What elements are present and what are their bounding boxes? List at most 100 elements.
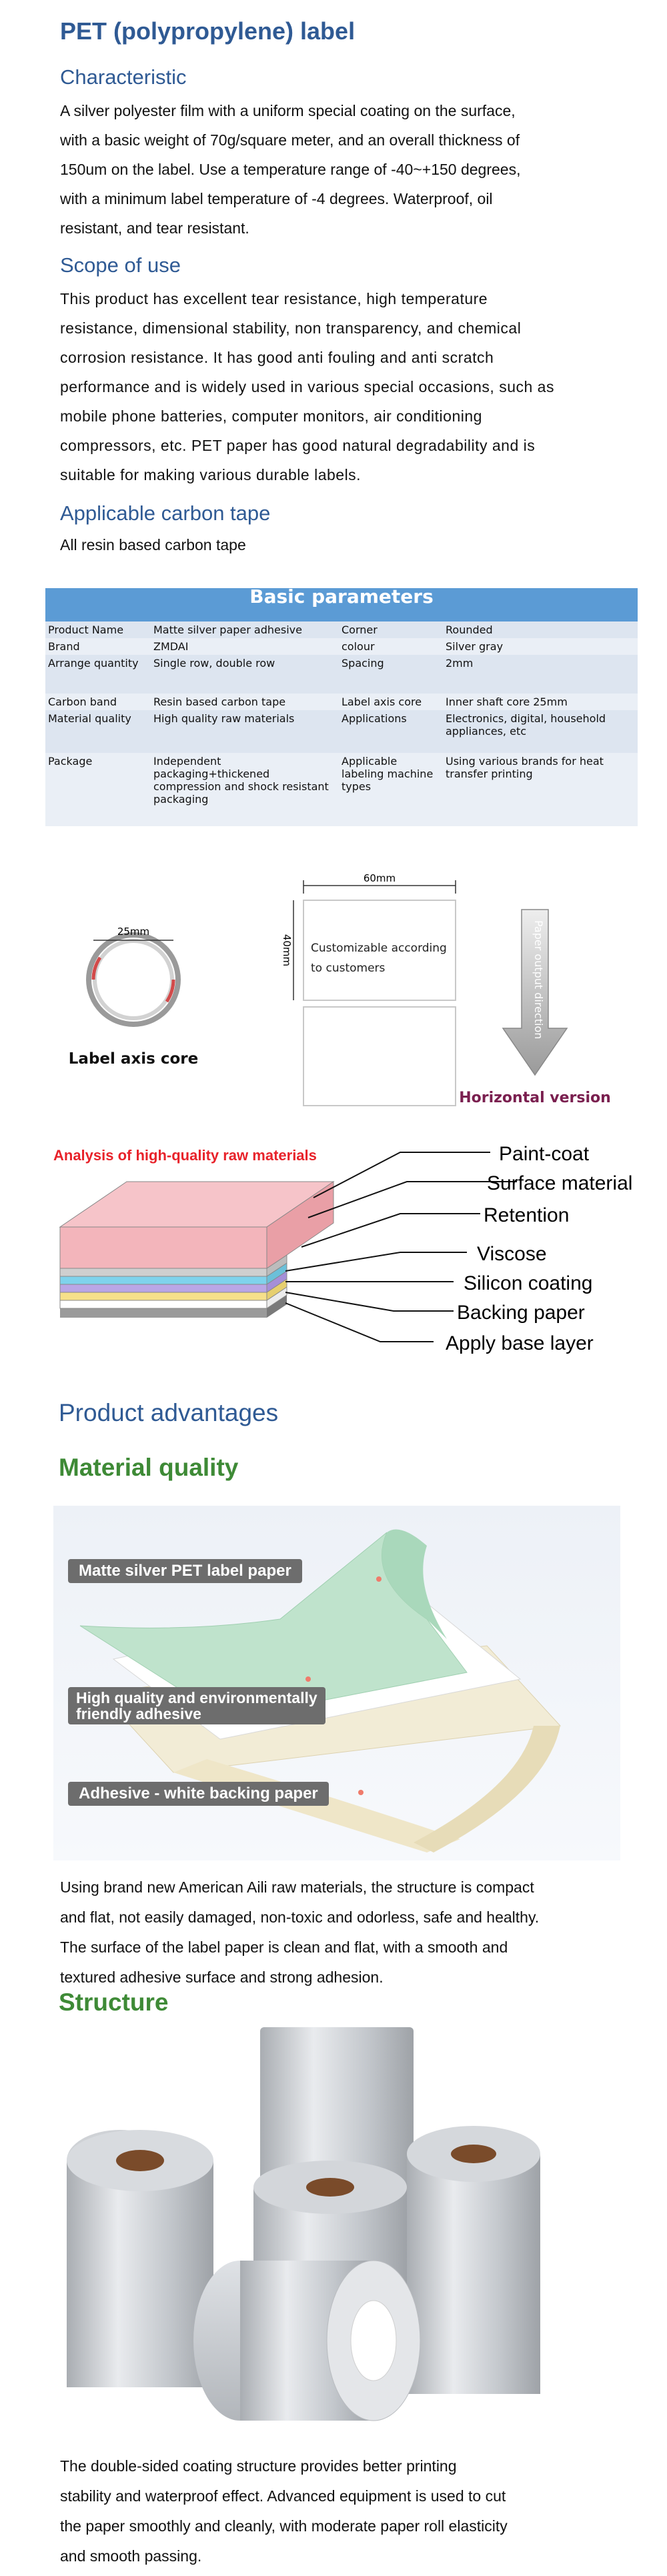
table-cell: Electronics, digital, household applianc…: [443, 710, 638, 753]
characteristic-heading: Characteristic: [60, 65, 187, 89]
material-quality-image: Matte silver PET label paper High qualit…: [53, 1506, 620, 1860]
layer-label-base: Apply base layer: [446, 1332, 594, 1354]
table-cell: High quality raw materials: [151, 710, 339, 753]
structure-heading: Structure: [59, 1989, 169, 2016]
tag-line: High quality and environmentally: [76, 1689, 317, 1706]
structure-text: The double-sided coating structure provi…: [60, 2451, 647, 2571]
raw-materials-title: Analysis of high-quality raw materials: [53, 1147, 317, 1164]
text-line: The double-sided coating structure provi…: [60, 2457, 457, 2475]
table-cell: Independent packaging+thickened compress…: [151, 753, 339, 826]
material-quality-text: Using brand new American Aili raw materi…: [60, 1872, 647, 1993]
layer-stack: [59, 1181, 335, 1318]
layer-label-paint-coat: Paint-coat: [499, 1143, 590, 1165]
layer-label-retention: Retention: [484, 1204, 569, 1226]
carbon-heading: Applicable carbon tape: [60, 501, 271, 525]
tag-adhesive: High quality and environmentally friendl…: [68, 1687, 325, 1724]
text-line: textured adhesive surface and strong adh…: [60, 1969, 384, 1986]
table-cell: Package: [45, 753, 151, 826]
text-line: 150um on the label. Use a temperature ra…: [60, 161, 521, 178]
text-line: the paper smoothly and cleanly, with mod…: [60, 2517, 508, 2535]
text-line: stability and waterproof effect. Advance…: [60, 2487, 506, 2505]
label-axis-core-icon: [86, 932, 181, 1027]
table-cell: Silver gray: [443, 638, 638, 655]
label-sample: [303, 1006, 456, 1106]
table-cell: Carbon band: [45, 694, 151, 710]
table-cell: Material quality: [45, 710, 151, 753]
layer-label-silicon: Silicon coating: [464, 1272, 592, 1294]
scope-text: This product has excellent tear resistan…: [60, 284, 647, 489]
text-line: with a basic weight of 70g/square meter,…: [60, 131, 520, 149]
label-dimension-diagram: 25mm Label axis core 60mm 40mm Customiza…: [69, 872, 611, 1106]
label-roll: [260, 2027, 414, 2187]
tag-line: friendly adhesive: [76, 1705, 201, 1722]
table-row: Package Independent packaging+thickened …: [45, 753, 638, 826]
label-rolls-photo: [67, 2027, 540, 2421]
table-cell: Using various brands for heat transfer p…: [443, 753, 638, 826]
carbon-text: All resin based carbon tape: [60, 536, 246, 553]
table-cell: Brand: [45, 638, 151, 655]
scope-heading: Scope of use: [60, 253, 181, 277]
height-dimension-label: 40mm: [281, 934, 293, 966]
layer-label-backing: Backing paper: [457, 1302, 585, 1324]
roll-face-hole: [350, 2300, 397, 2381]
version-label: Horizontal version: [459, 1090, 611, 1106]
tag-backing-paper: Adhesive - white backing paper: [68, 1782, 329, 1806]
table-cell: 2mm: [443, 655, 638, 694]
table-cell: Single row, double row: [151, 655, 339, 694]
text-line: Using brand new American Aili raw materi…: [60, 1878, 534, 1896]
parameters-table: Basic parameters Product Name Matte silv…: [45, 587, 638, 826]
core-size-label: 25mm: [117, 926, 149, 938]
text-line: corrosion resistance. It has good anti f…: [60, 349, 494, 366]
text-line: and flat, not easily damaged, non-toxic …: [60, 1908, 540, 1926]
page-title: PET (polypropylene) label: [60, 17, 356, 45]
label-roll: [407, 2281, 540, 2394]
text-line: performance and is widely used in variou…: [60, 378, 554, 395]
table-cell: Rounded: [443, 621, 638, 638]
text-line: A silver polyester film with a uniform s…: [60, 102, 516, 119]
table-cell: Applicable labeling machine types: [339, 753, 443, 826]
table-cell: Resin based carbon tape: [151, 694, 339, 710]
table-cell: Inner shaft core 25mm: [443, 694, 638, 710]
layer-label-surface: Surface material: [487, 1172, 632, 1194]
label-text-line: to customers: [311, 962, 386, 975]
parameters-heading: Basic parameters: [45, 587, 638, 621]
width-dimension-label: 60mm: [364, 872, 396, 884]
table-cell: Matte silver paper adhesive: [151, 621, 339, 638]
text-line: suitable for making various durable labe…: [60, 466, 362, 483]
material-layers-diagram: Paint-coat Surface material Retention Vi…: [59, 1143, 632, 1354]
text-line: with a minimum label temperature of -4 d…: [60, 190, 493, 207]
output-direction-arrow-icon: [502, 909, 568, 1076]
text-line: compressors, etc. PET paper has good nat…: [60, 437, 536, 454]
layer-label-viscose: Viscose: [477, 1243, 547, 1265]
label-text-line: Customizable according: [311, 942, 447, 955]
table-cell: Applications: [339, 710, 443, 753]
layer-leader-lines: [285, 1152, 517, 1342]
table-cell: colour: [339, 638, 443, 655]
text-line: This product has excellent tear resistan…: [60, 290, 488, 307]
text-line: resistance, dimensional stability, non t…: [60, 319, 522, 337]
characteristic-text: A silver polyester film with a uniform s…: [60, 96, 647, 243]
table-cell: Corner: [339, 621, 443, 638]
table-cell: Arrange quantity: [45, 655, 151, 694]
table-row: Carbon band Resin based carbon tape Labe…: [45, 694, 638, 710]
label-roll: [67, 2281, 213, 2387]
text-line: mobile phone batteries, computer monitor…: [60, 407, 482, 425]
roll-core: [116, 2150, 164, 2171]
tag-label-paper: Matte silver PET label paper: [68, 1559, 302, 1583]
text-line: and smooth passing.: [60, 2547, 202, 2565]
roll-core: [306, 2178, 354, 2197]
table-row: Arrange quantity Single row, double row …: [45, 655, 638, 694]
table-row: Material quality High quality raw materi…: [45, 710, 638, 753]
label-sample: [303, 900, 456, 1001]
core-label: Label axis core: [69, 1050, 198, 1068]
table-row: Product Name Matte silver paper adhesive…: [45, 621, 638, 638]
table-cell: Product Name: [45, 621, 151, 638]
advantages-heading: Product advantages: [59, 1399, 279, 1426]
text-line: The surface of the label paper is clean …: [60, 1939, 508, 1956]
table-cell: ZMDAI: [151, 638, 339, 655]
text-line: resistant, and tear resistant.: [60, 219, 249, 237]
table-cell: Label axis core: [339, 694, 443, 710]
table-cell: Spacing: [339, 655, 443, 694]
direction-label: Paper output direction: [532, 920, 545, 1039]
roll-core: [451, 2145, 496, 2163]
